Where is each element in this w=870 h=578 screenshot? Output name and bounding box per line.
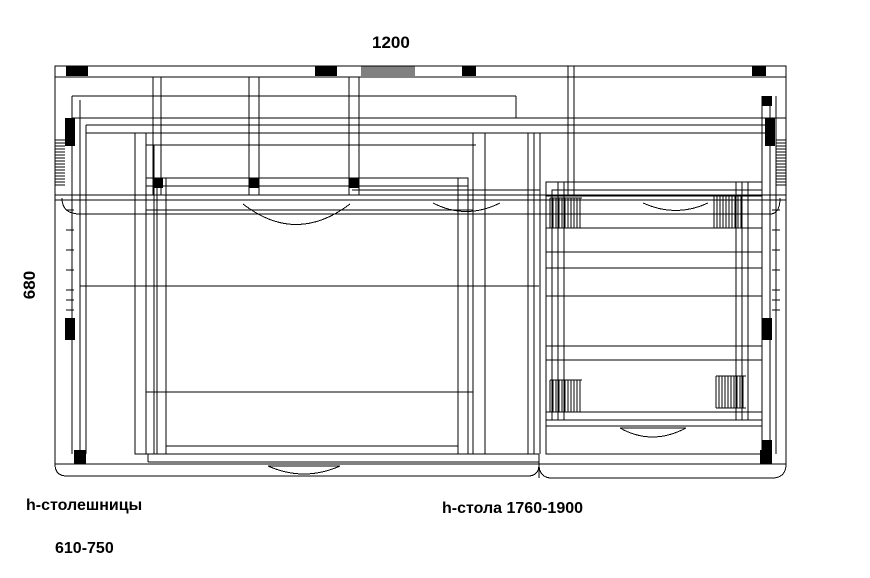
joint-blocks — [65, 66, 775, 464]
door-arcs — [61, 197, 781, 475]
left-cabinet — [80, 132, 541, 463]
tabletop-height-label: h-столешницы — [26, 497, 143, 514]
shelf-posts — [146, 77, 540, 195]
width-dimension: 1200 — [372, 33, 410, 52]
hatched-blocks — [55, 66, 786, 413]
table-height-label: h-стола 1760-1900 — [442, 500, 584, 517]
right-table-frame — [545, 181, 763, 455]
tabletop-height-value: 610-750 — [55, 540, 114, 557]
outer-frame — [54, 65, 787, 479]
top-rails — [55, 66, 786, 454]
